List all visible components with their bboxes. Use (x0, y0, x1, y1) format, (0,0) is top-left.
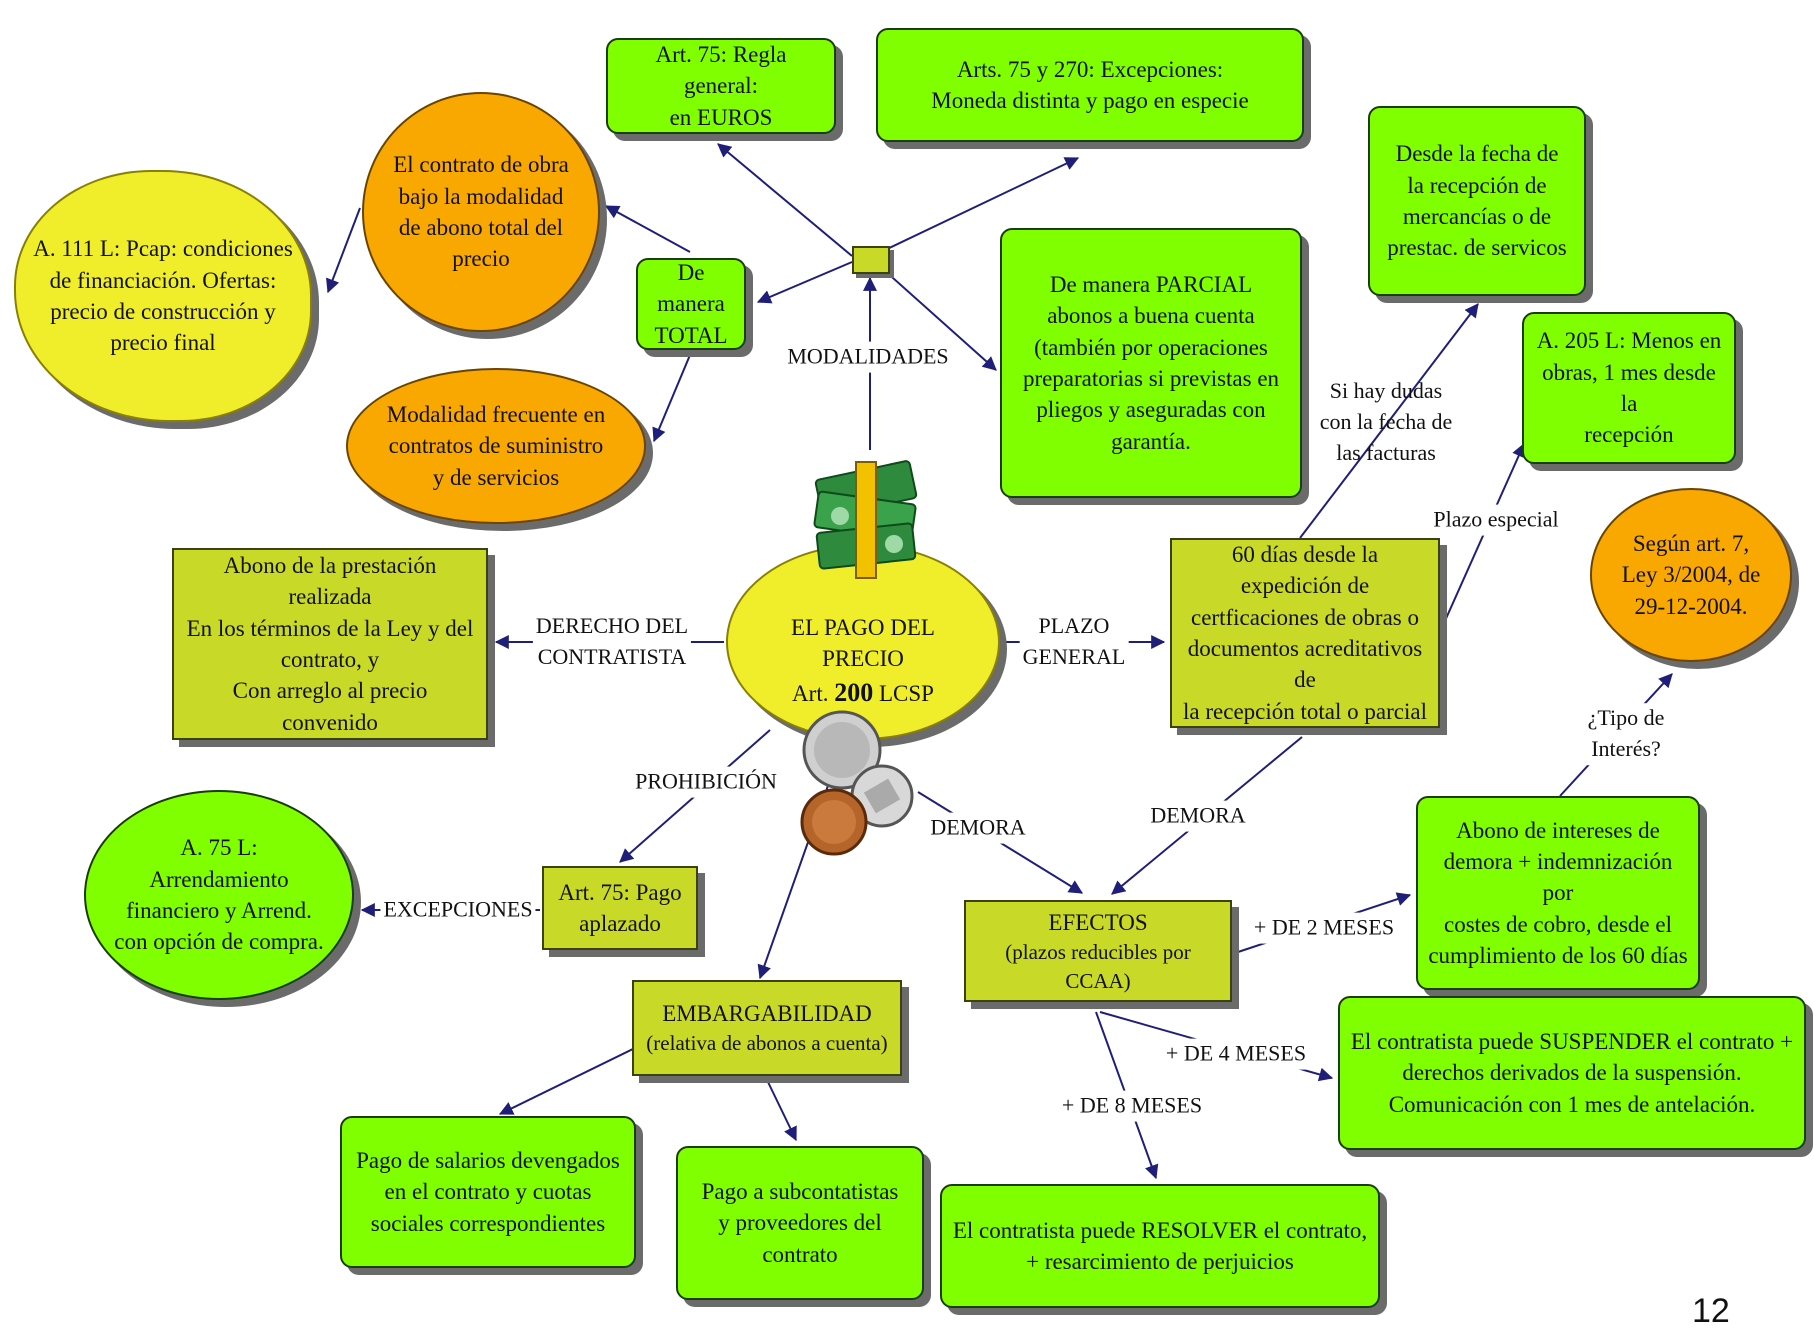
money-stack-icon (813, 460, 918, 579)
efectos-subtitle: (plazos reducibles por CCAA) (1005, 940, 1191, 993)
center-line3: Art. 200 LCSP (792, 675, 934, 710)
label-dos-meses: + DE 2 MESES (1250, 912, 1398, 944)
center-art-num: 200 (834, 677, 874, 707)
center-art-post: LCSP (873, 680, 934, 706)
center-line2: PRECIO (822, 646, 904, 672)
efectos-box: EFECTOS (plazos reducibles por CCAA) (964, 900, 1232, 1002)
page-number: 12 (1692, 1292, 1730, 1330)
efectos-title: EFECTOS (1048, 909, 1148, 935)
manera-total-box: De manera TOTAL (636, 258, 746, 350)
embargabilidad-subtitle: (relativa de abonos a cuenta) (646, 1031, 888, 1056)
label-prohibicion: PROHIBICIÓN (632, 766, 780, 798)
label-cuatro-meses: + DE 4 MESES (1162, 1038, 1310, 1070)
label-tipo-interes: ¿Tipo de Interés? (1584, 703, 1668, 765)
label-demora-right: DEMORA (1147, 800, 1249, 832)
subcontratistas-box: Pago a subcontatistas y proveedores del … (676, 1146, 924, 1300)
label-excepciones: EXCEPCIONES (380, 894, 536, 926)
label-ocho-meses: + DE 8 MESES (1058, 1090, 1206, 1122)
fecha-recepcion-box: Desde la fecha de la recepción de mercan… (1368, 106, 1586, 296)
manera-parcial-box: De manera PARCIAL abonos a buena cuenta … (1000, 228, 1302, 498)
embargabilidad-box: EMBARGABILIDAD (relativa de abonos a cue… (632, 980, 902, 1076)
label-derecho-contratista: DERECHO DEL CONTRATISTA (532, 611, 692, 673)
sesenta-dias-box: 60 días desde la expedición de certficac… (1170, 538, 1440, 728)
art-7-ellipse: Según art. 7, Ley 3/2004, de 29-12-2004. (1590, 488, 1792, 662)
modalidades-hub (852, 246, 890, 274)
suspender-box: El contratista puede SUSPENDER el contra… (1338, 996, 1806, 1150)
label-demora-left: DEMORA (927, 812, 1029, 844)
center-ellipse: EL PAGO DEL PRECIO Art. 200 LCSP (726, 544, 1000, 740)
financiacion-cloud: A. 111 L: Pcap: condiciones de financiac… (14, 170, 312, 422)
center-art-pre: Art. (792, 680, 835, 706)
label-dudas: Si hay dudas con la fecha de las factura… (1319, 377, 1453, 465)
excepciones-moneda-box: Arts. 75 y 270: Excepciones: Moneda dist… (876, 28, 1304, 142)
intereses-box: Abono de intereses de demora + indemniza… (1416, 796, 1700, 990)
center-line1: EL PAGO DEL (791, 615, 935, 641)
coins-icon (800, 710, 914, 856)
contrato-obra-ellipse: El contrato de obra bajo la modalidad de… (362, 92, 600, 332)
label-plazo-especial: Plazo especial (1430, 504, 1562, 536)
art-75-l-ellipse: A. 75 L: Arrendamiento financiero y Arre… (84, 790, 354, 1000)
resolver-box: El contratista puede RESOLVER el contrat… (940, 1184, 1380, 1308)
label-modalidades: MODALIDADES (784, 341, 952, 373)
pago-aplazado-box: Art. 75: Pago aplazado (542, 866, 698, 950)
embargabilidad-title: EMBARGABILIDAD (662, 1001, 872, 1027)
abono-prestacion-box: Abono de la prestación realizada En los … (172, 548, 488, 740)
regla-general-box: Art. 75: Regla general: en EUROS (606, 38, 836, 134)
salarios-box: Pago de salarios devengados en el contra… (340, 1116, 636, 1268)
art-205-box: A. 205 L: Menos en obras, 1 mes desde la… (1522, 312, 1736, 464)
label-plazo-general: PLAZO GENERAL (1019, 611, 1129, 673)
modalidad-frecuente-ellipse: Modalidad frecuente en contratos de sumi… (346, 368, 646, 524)
